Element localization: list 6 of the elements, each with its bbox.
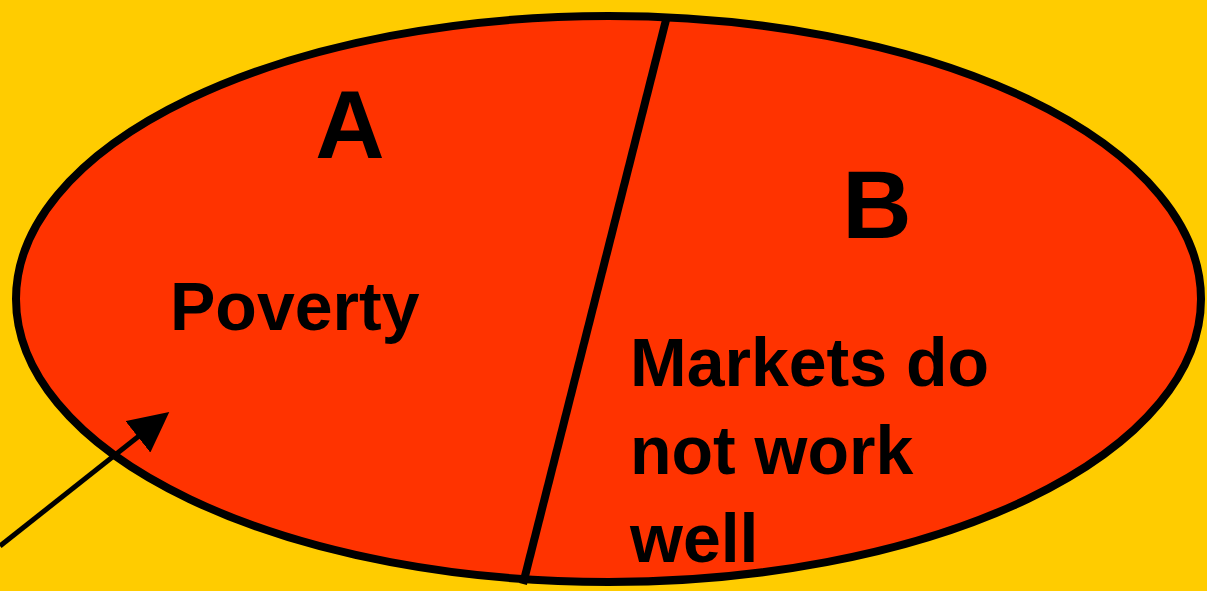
ellipse-outline [12, 12, 1205, 586]
section-letter: A [314, 70, 386, 180]
section-label: Markets do not work well [630, 323, 990, 578]
section-letter: B [841, 150, 913, 260]
arrow [0, 412, 170, 548]
section-label: Poverty [170, 267, 421, 346]
